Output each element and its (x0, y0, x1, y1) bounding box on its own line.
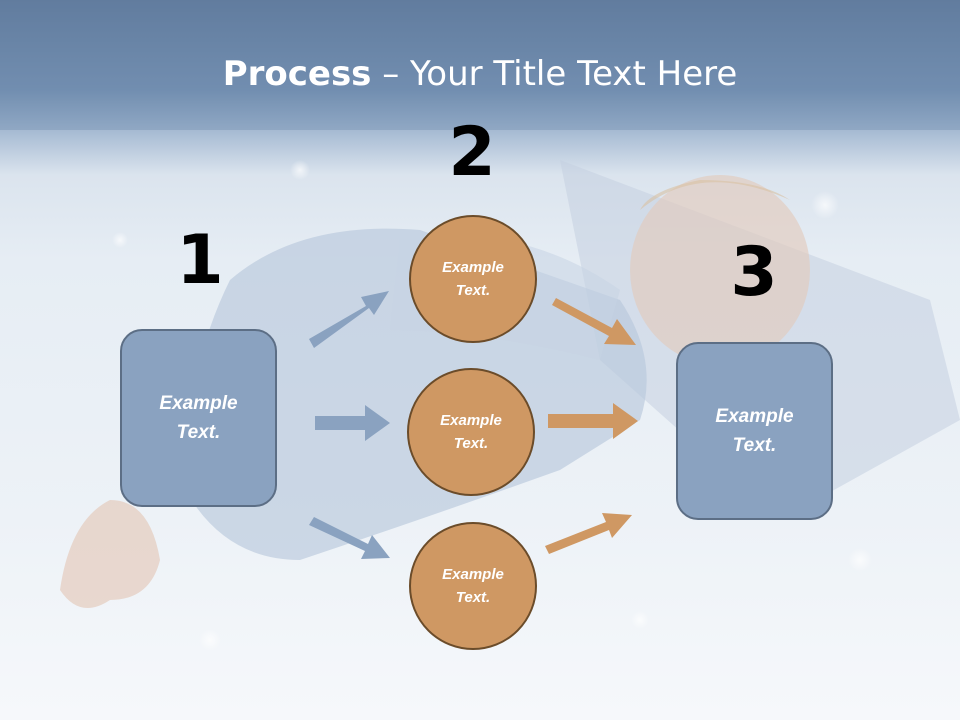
blue-arrow-down (309, 517, 390, 559)
step2-circle-top-text: Example Text. (442, 259, 504, 299)
step1-box-text: Example Text. (159, 393, 238, 443)
step2-circle-top: Example Text. (409, 215, 537, 343)
step2-circle-bottom-text: Example Text. (442, 566, 504, 606)
orange-arrow-down (552, 298, 636, 345)
step3-box: Example Text. (676, 342, 833, 520)
step-number-2: 2 (448, 113, 496, 192)
step1-box: Example Text. (120, 329, 277, 507)
orange-arrow-middle (548, 403, 638, 439)
step-number-1: 1 (176, 221, 224, 300)
step3-box-text: Example Text. (715, 406, 794, 456)
step2-circle-middle: Example Text. (407, 368, 535, 496)
title-rest: – Your Title Text Here (371, 54, 738, 94)
slide-title: Process – Your Title Text Here (0, 54, 960, 94)
step2-circle-bottom: Example Text. (409, 522, 537, 650)
title-bold: Process (222, 54, 372, 94)
blue-arrow-middle (315, 405, 390, 441)
step2-circle-middle-text: Example Text. (440, 412, 502, 452)
step-number-3: 3 (730, 233, 778, 312)
blue-arrow-up (309, 291, 389, 348)
orange-arrow-up (545, 513, 632, 554)
